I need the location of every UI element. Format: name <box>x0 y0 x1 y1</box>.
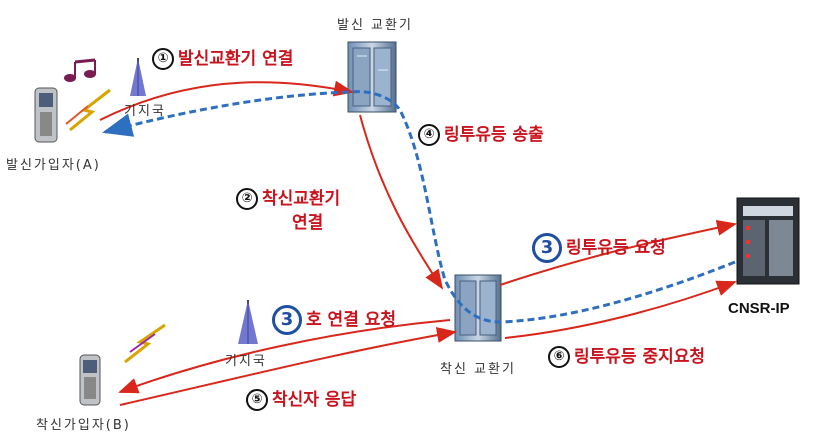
step-text: 발신교환기 연결 <box>178 49 294 69</box>
step-number: 3 <box>272 305 302 335</box>
arrow-dest-to-callee-call <box>118 319 451 394</box>
callee-label: 착신가입자(B) <box>36 418 131 433</box>
step-number: 3 <box>532 233 562 263</box>
cnsr-label: CNSR-IP <box>728 300 790 317</box>
dest-switch-label: 착신 교환기 <box>440 362 516 377</box>
step-text: 착신교환기 <box>262 189 341 209</box>
step-number: ⑤ <box>246 389 268 411</box>
step-2-label-cont: 연결 <box>292 213 324 233</box>
step-text: 호 연결 요청 <box>306 310 397 330</box>
origin-switch-label: 발신 교환기 <box>337 18 413 33</box>
signal-lightning-icon <box>65 88 111 132</box>
step-number: ⑥ <box>548 346 570 368</box>
step-number: ④ <box>418 124 440 146</box>
callee-phone-icon <box>79 354 101 406</box>
step-text: 링투유등 송출 <box>444 125 544 145</box>
caller-label: 발신가입자(A) <box>6 158 101 173</box>
arrow-dest-to-cnsr-stop <box>504 280 737 339</box>
step-text: 링투유등 요청 <box>566 238 666 258</box>
arrow-dest-to-cnsr-request <box>499 219 737 286</box>
ringtone-media-path <box>102 90 736 324</box>
base-station-top-label: 기지국 <box>124 104 166 119</box>
arrow-callee-to-dest-answer <box>119 327 457 406</box>
signal-lightning-icon <box>124 323 166 364</box>
arrow-caller-to-origin <box>99 80 354 121</box>
dest-switch-icon <box>454 274 502 342</box>
base-station-antenna-icon <box>238 300 258 344</box>
base-station-bottom-label: 기지국 <box>225 354 267 369</box>
arrow-origin-to-dest <box>359 114 444 290</box>
step-text: 착신자 응답 <box>272 390 357 410</box>
music-note-icon <box>64 58 96 82</box>
step-number: ② <box>236 188 258 210</box>
base-station-antenna-icon <box>130 58 146 96</box>
cnsr-server-icon <box>736 197 800 285</box>
caller-phone-icon <box>34 87 58 143</box>
step-text: 링투유등 중지요청 <box>574 347 706 367</box>
origin-switch-icon <box>347 41 397 113</box>
step-number: ① <box>152 48 174 70</box>
